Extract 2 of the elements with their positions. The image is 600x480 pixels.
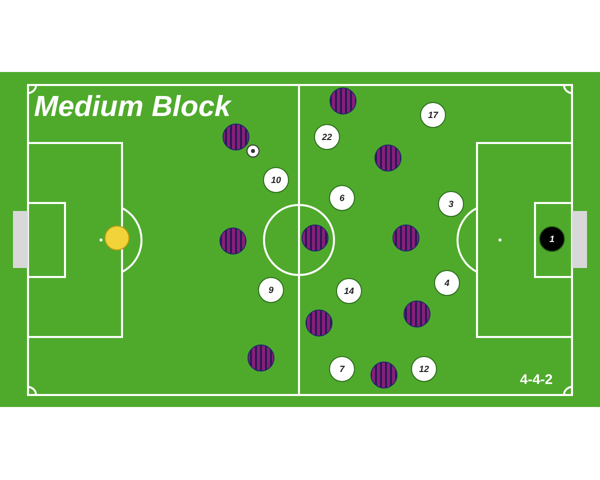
formation-label: 4-4-2 (520, 371, 553, 387)
title: Medium Block (34, 91, 231, 124)
